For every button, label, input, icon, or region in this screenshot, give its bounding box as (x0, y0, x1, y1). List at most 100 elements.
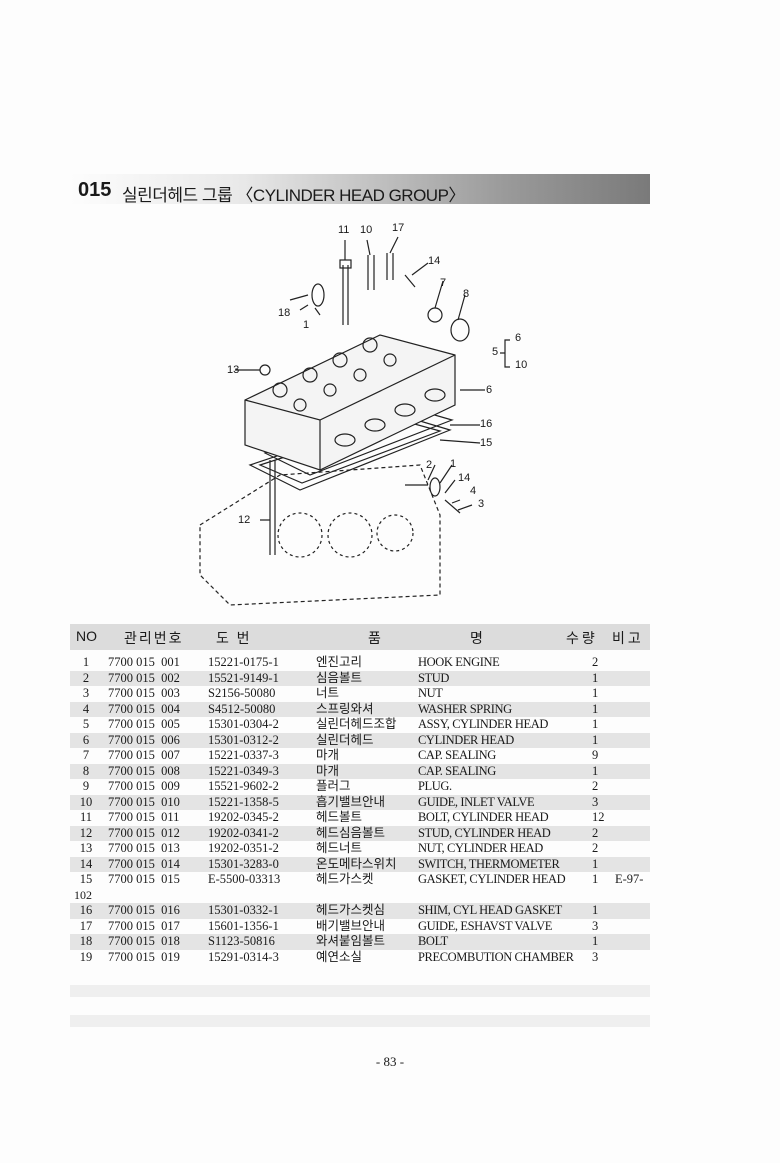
quantity: 1 (592, 872, 599, 886)
part-name-korean: 심음볼트 (316, 670, 363, 685)
row-no: 13 (79, 841, 93, 855)
drawing-number: 15601-1356-1 (208, 918, 279, 933)
drawing-number: 15301-3283-0 (208, 856, 279, 871)
drawing-number: S4512-50080 (208, 701, 276, 716)
management-number: 7700 015 018 (108, 934, 180, 948)
part-name-english: WASHER SPRING (418, 701, 512, 716)
callout-label: 6 (515, 332, 522, 344)
management-number: 7700 015 004 (108, 701, 180, 716)
drawing-number: 15301-0332-1 (208, 903, 279, 917)
section-number: 015 (78, 179, 112, 201)
header-part-name-1: 품 (368, 630, 381, 646)
part-name-english: PLUG. (418, 779, 452, 793)
part-name-english: SHIM, CYL HEAD GASKET (418, 903, 562, 917)
row-no: 1 (82, 655, 90, 669)
header-drawing-number: 도 번 (216, 630, 250, 646)
management-number: 7700 015 015 (108, 872, 180, 886)
part-name-korean: 배기밸브안내 (316, 918, 386, 933)
callout-label: 2 (426, 459, 433, 471)
part-name-english: HOOK ENGINE (418, 655, 500, 669)
part-name-korean: 마개 (316, 748, 340, 762)
exploded-parts-diagram: 11 10 17 14 7 8 18 1 6 5 10 13 6 16 15 2… (190, 215, 550, 615)
callout-label: 4 (470, 485, 477, 497)
drawing-number: 15521-9149-1 (208, 670, 279, 685)
row-no: 18 (79, 934, 93, 948)
part-name-english: STUD (418, 670, 450, 685)
drawing-number: 15521-9602-2 (208, 779, 279, 793)
quantity: 1 (592, 717, 599, 731)
part-name-korean: 실린더헤드조합 (316, 717, 397, 731)
quantity: 3 (592, 918, 599, 933)
drawing-number: S1123-50816 (208, 934, 275, 948)
quantity: 1 (592, 686, 599, 700)
header-management-number: 관리번호 (124, 630, 184, 646)
drawing-number: 19202-0351-2 (208, 841, 279, 855)
drawing-number: 15221-0337-3 (208, 748, 279, 762)
management-number: 7700 015 016 (108, 903, 180, 917)
part-name-korean: 헤드볼트 (316, 810, 363, 824)
part-name-korean: 흡기밸브안내 (316, 794, 386, 809)
management-number: 7700 015 017 (108, 918, 180, 933)
callout-label: 18 (278, 307, 291, 319)
quantity: 1 (592, 903, 599, 917)
page-number: - 83 - (375, 1054, 405, 1069)
drawing-number: E-5500-03313 (208, 872, 281, 886)
part-name-english: BOLT (418, 934, 448, 948)
drawing-number: 19202-0341-2 (208, 825, 279, 840)
callout-label: 16 (480, 418, 493, 430)
management-number: 7700 015 001 (108, 655, 180, 669)
quantity: 1 (592, 670, 599, 685)
quantity: 1 (592, 701, 599, 716)
part-name-korean: 와셔붙임볼트 (316, 934, 386, 948)
part-name-english: CAP. SEALING (418, 748, 496, 762)
part-name-english: ASSY, CYLINDER HEAD (418, 717, 549, 731)
management-number: 7700 015 005 (108, 717, 180, 731)
remarks-continuation-text: 102 (74, 887, 92, 902)
callout-label: 8 (463, 288, 470, 300)
management-number: 7700 015 007 (108, 748, 180, 762)
quantity: 3 (592, 949, 599, 964)
callout-label: 14 (458, 472, 471, 484)
callout-label: 13 (227, 364, 240, 376)
parts-table: 1 7700 015 001 15221-0175-1 엔진고리 HOOK ENGINE… (70, 655, 650, 965)
callout-label: 10 (360, 224, 373, 236)
callout-label: 7 (440, 277, 447, 289)
drawing-number: 15221-0175-1 (208, 655, 279, 669)
part-name-korean: 온도메타스위치 (316, 856, 397, 871)
scan-artifact-band (70, 985, 650, 997)
quantity: 9 (592, 748, 599, 762)
part-name-korean: 마개 (316, 763, 340, 778)
part-name-korean: 예연소실 (316, 949, 363, 964)
part-name-korean: 헤드심음볼트 (316, 825, 386, 840)
part-name-korean: 헤드너트 (316, 841, 363, 855)
management-number: 7700 015 003 (108, 686, 180, 700)
quantity: 1 (592, 732, 599, 747)
management-number: 7700 015 009 (108, 779, 180, 793)
row-no: 3 (82, 686, 90, 700)
part-name-korean: 너트 (316, 686, 340, 700)
callout-label: 11 (338, 224, 350, 236)
row-no: 2 (82, 670, 90, 685)
header-no: NO (76, 628, 97, 644)
quantity: 2 (592, 779, 599, 793)
part-name-english: GUIDE, ESHAVST VALVE (418, 918, 553, 933)
row-no: 14 (79, 856, 93, 871)
row-no: 16 (79, 903, 93, 917)
management-number: 7700 015 010 (108, 794, 180, 809)
row-no: 6 (82, 732, 90, 747)
quantity: 2 (592, 655, 599, 669)
table-header: NO 관리번호 도 번 품 명 수량 비고 (70, 624, 650, 650)
row-no: 4 (82, 701, 90, 716)
callout-label: 6 (486, 384, 493, 396)
part-name-korean: 엔진고리 (316, 655, 363, 669)
